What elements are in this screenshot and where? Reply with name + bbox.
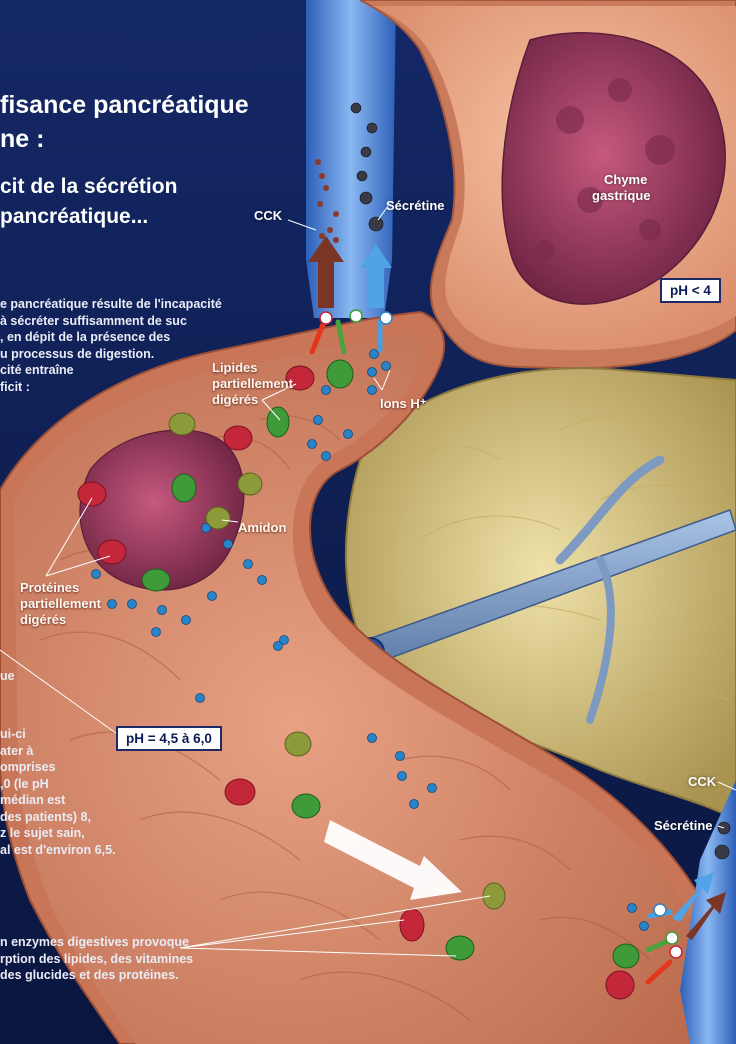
- label-cck-top: CCK: [254, 208, 282, 224]
- intro-line: , en dépit de la présence des: [0, 329, 222, 346]
- bottom-text: n enzymes digestives provoque rption des…: [0, 934, 193, 984]
- ph-line: des patients) 8,: [0, 809, 116, 826]
- label-lipides-line1: Lipides: [212, 360, 293, 376]
- bottom-line: des glucides et des protéines.: [0, 967, 193, 984]
- label-proteines: Protéines partiellement digérés: [20, 580, 101, 628]
- page-title-line2: ne :: [0, 122, 44, 156]
- label-chyme-line2: gastrique: [592, 188, 651, 204]
- label-lipides-line3: digérés: [212, 392, 293, 408]
- ph-line: z le sujet sain,: [0, 825, 116, 842]
- label-amidon: Amidon: [238, 520, 286, 536]
- intro-line: ficit :: [0, 379, 222, 396]
- label-lipides: Lipides partiellement digérés: [212, 360, 293, 408]
- label-chyme: Chyme gastrique: [604, 172, 651, 204]
- ph-line: omprises: [0, 759, 116, 776]
- ph-line: ater à: [0, 743, 116, 760]
- ph-line: al est d'environ 6,5.: [0, 842, 116, 859]
- page-subtitle-line1: cit de la sécrétion: [0, 172, 177, 201]
- label-lipides-line2: partiellement: [212, 376, 293, 392]
- intro-line: u processus de digestion.: [0, 346, 222, 363]
- label-ph-stomach: pH < 4: [660, 278, 721, 303]
- label-secretine-bottom: Sécrétine: [654, 818, 713, 834]
- label-proteines-line1: Protéines: [20, 580, 101, 596]
- intro-line: cité entraîne: [0, 362, 222, 379]
- page-title-line1: fisance pancréatique: [0, 88, 249, 122]
- label-chyme-line1: Chyme: [604, 172, 651, 188]
- intro-text: e pancréatique résulte de l'incapacité à…: [0, 296, 222, 395]
- ph-paragraph: ui-ci ater à omprises ,0 (le pH médian e…: [0, 726, 116, 858]
- ph-line: médian est: [0, 792, 116, 809]
- label-cck-bottom: CCK: [688, 774, 716, 790]
- bottom-line: rption des lipides, des vitamines: [0, 951, 193, 968]
- ph-line: ui-ci: [0, 726, 116, 743]
- fragment-text: ue: [0, 668, 15, 685]
- label-secretine-top: Sécrétine: [386, 198, 445, 214]
- page-subtitle-line2: pancréatique...: [0, 202, 148, 231]
- label-ions: Ions H⁺: [380, 396, 427, 412]
- label-proteines-line3: digérés: [20, 612, 101, 628]
- label-ph-intestine: pH = 4,5 à 6,0: [116, 726, 222, 751]
- intro-line: e pancréatique résulte de l'incapacité: [0, 296, 222, 313]
- intro-line: à sécréter suffisamment de suc: [0, 313, 222, 330]
- bottom-line: n enzymes digestives provoque: [0, 934, 193, 951]
- label-proteines-line2: partiellement: [20, 596, 101, 612]
- ph-line: ,0 (le pH: [0, 776, 116, 793]
